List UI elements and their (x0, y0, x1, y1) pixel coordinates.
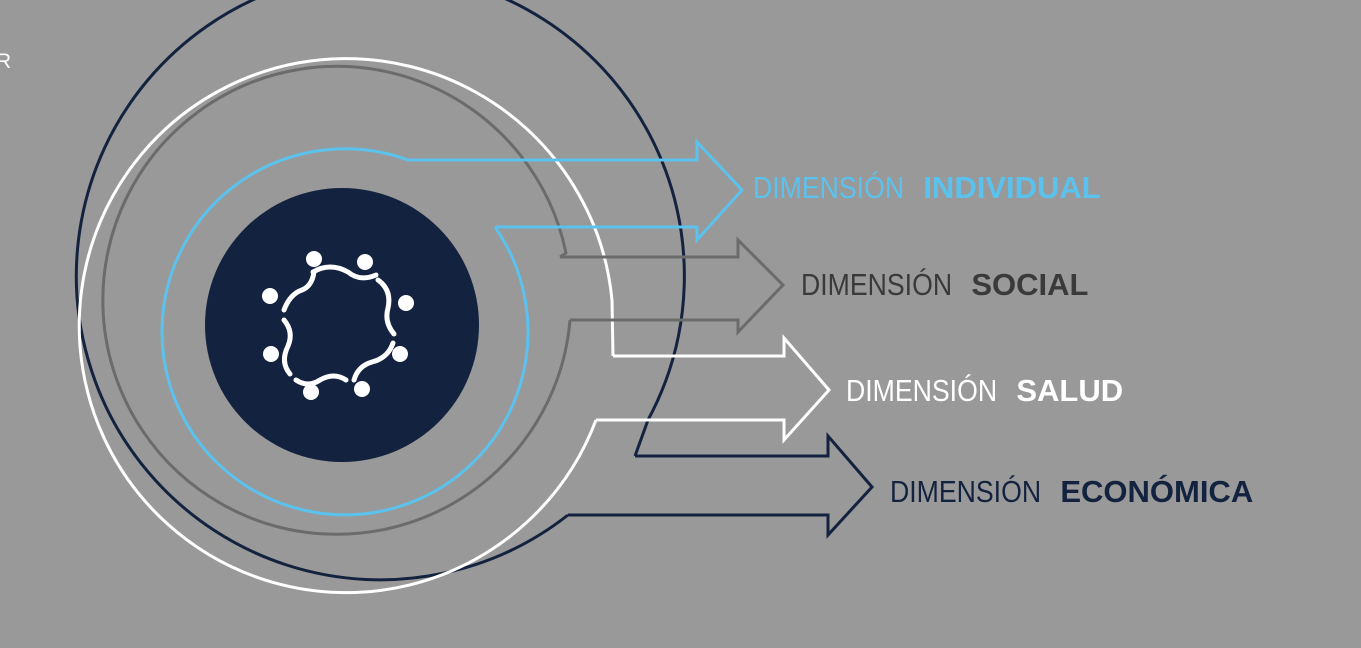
dimension-name: SOCIAL (971, 267, 1089, 302)
arrow-salud (77, 57, 832, 595)
dimension-name: INDIVIDUAL (923, 170, 1101, 205)
arrow-economica (74, 0, 875, 582)
dimension-name: ECONÓMICA (1060, 474, 1254, 509)
people-circle-icon (262, 251, 414, 400)
dimension-label-social: DIMENSIÓN SOCIAL (801, 267, 1088, 303)
dimension-label-economica: DIMENSIÓN ECONÓMICA (890, 474, 1253, 510)
dimension-prefix: DIMENSIÓN (846, 373, 998, 408)
arrow-social (101, 64, 786, 536)
dimension-label-individual: DIMENSIÓN INDIVIDUAL (753, 170, 1101, 206)
dimension-label-salud: DIMENSIÓN SALUD (846, 373, 1123, 409)
dimension-prefix: DIMENSIÓN (801, 267, 953, 302)
dimension-name: SALUD (1016, 373, 1124, 408)
core-circle (205, 188, 479, 462)
dimension-prefix: DIMENSIÓN (890, 474, 1042, 509)
arrow-individual (160, 138, 745, 517)
edge-letter: R (0, 50, 12, 73)
dimension-prefix: DIMENSIÓN (753, 170, 905, 205)
